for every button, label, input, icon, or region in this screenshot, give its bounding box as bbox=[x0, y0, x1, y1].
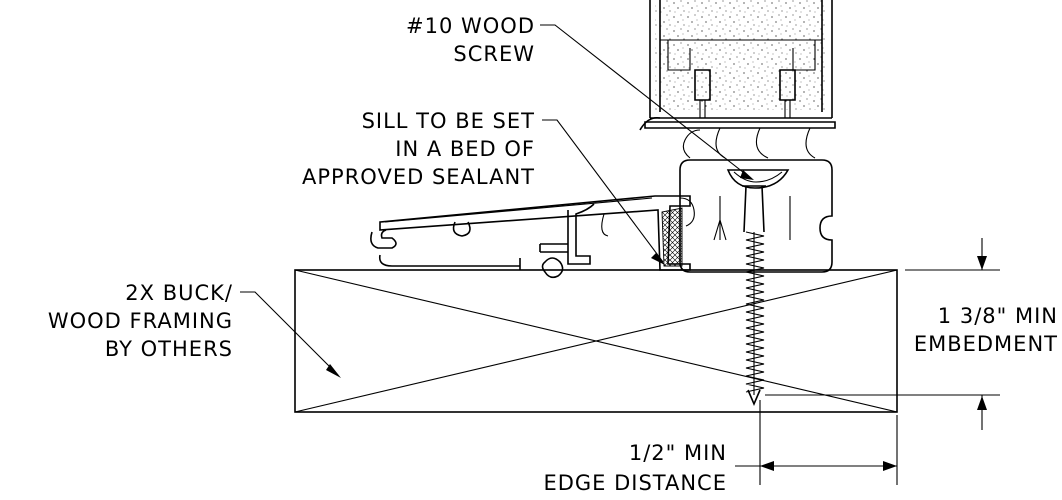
glass-frame bbox=[639, 0, 836, 131]
sill-extrusion bbox=[370, 195, 695, 279]
edge-label-line2: EDGE DISTANCE bbox=[543, 471, 727, 495]
edge-distance-dimension bbox=[735, 400, 898, 485]
embedment-dimension bbox=[765, 238, 1000, 430]
sill-label-line3: APPROVED SEALANT bbox=[302, 165, 535, 189]
wood-screw bbox=[742, 185, 766, 407]
screw-label-line1: #10 WOOD bbox=[406, 14, 535, 38]
embedment-label-line1: 1 3/8" MIN bbox=[938, 304, 1058, 328]
sill-label-line2: IN A BED OF bbox=[395, 137, 535, 161]
edge-label-line1: 1/2" MIN bbox=[629, 441, 727, 465]
leader-lines bbox=[240, 24, 754, 378]
buck-label-line3: BY OTHERS bbox=[105, 337, 233, 361]
screw-label-line2: SCREW bbox=[453, 42, 535, 66]
wood-buck bbox=[294, 269, 898, 413]
embedment-label-line2: EMBEDMENT bbox=[914, 332, 1058, 356]
buck-label-line1: 2X BUCK/ bbox=[125, 281, 233, 305]
sill-label-line1: SILL TO BE SET bbox=[362, 109, 535, 133]
annotation-labels: #10 WOOD SCREW SILL TO BE SET IN A BED O… bbox=[48, 14, 1058, 495]
buck-label-line2: WOOD FRAMING bbox=[48, 309, 233, 333]
